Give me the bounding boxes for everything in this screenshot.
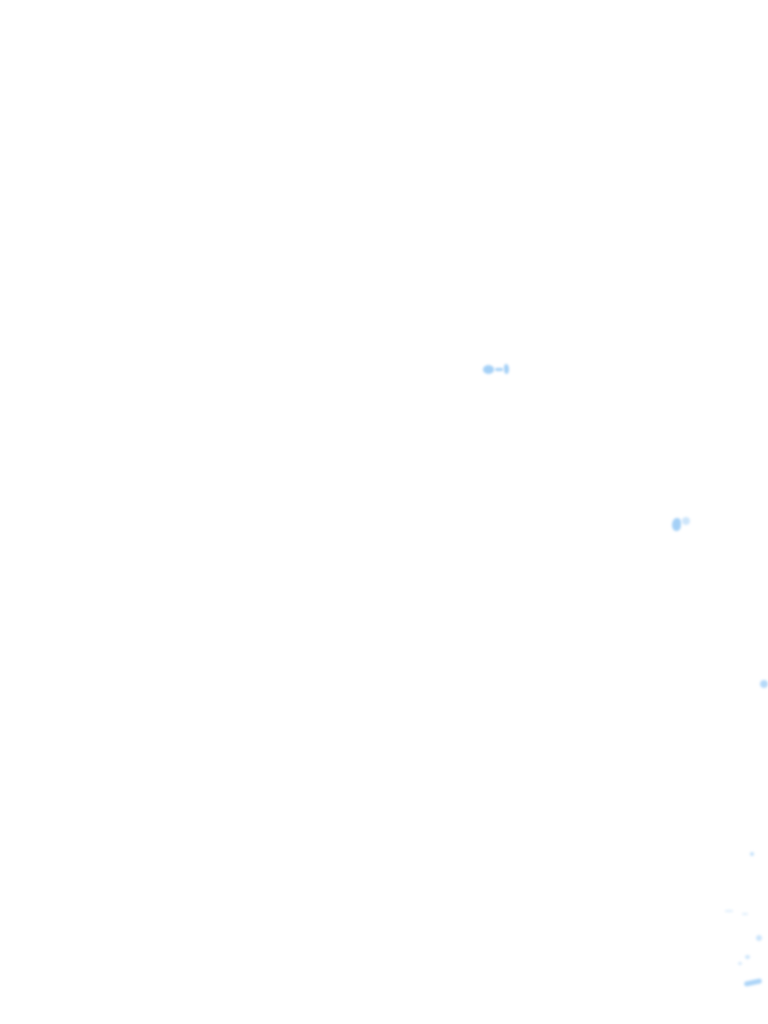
blue-speck bbox=[750, 852, 754, 856]
blue-speck bbox=[483, 365, 494, 374]
blue-speck bbox=[682, 517, 690, 525]
blue-speck bbox=[738, 962, 742, 965]
blue-speck bbox=[760, 680, 768, 688]
blue-speck bbox=[504, 364, 509, 374]
blue-speck bbox=[742, 913, 748, 915]
blue-speck bbox=[756, 935, 762, 941]
blue-speck bbox=[745, 955, 750, 959]
blue-speck bbox=[743, 978, 763, 987]
blue-speck bbox=[672, 518, 681, 531]
blue-speck bbox=[725, 910, 733, 912]
blue-speck bbox=[495, 368, 503, 371]
